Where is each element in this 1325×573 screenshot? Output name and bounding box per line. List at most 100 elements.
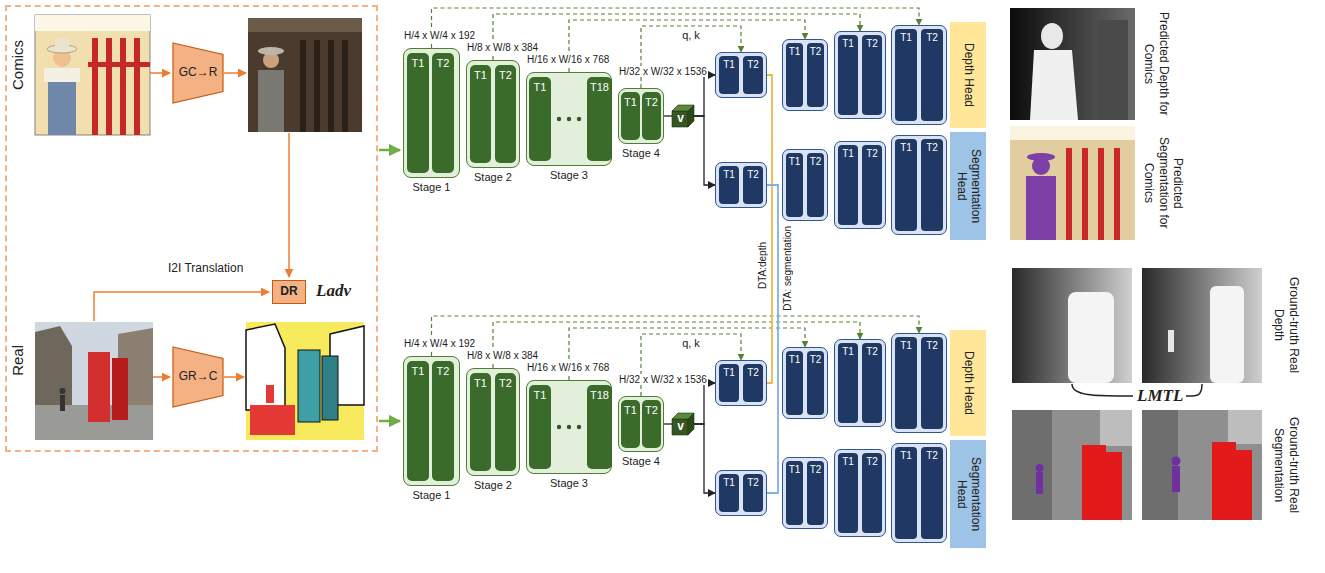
- input-arrow: [379, 149, 400, 152]
- segmentation-head: Segmentation Head: [950, 440, 986, 548]
- generator-label: GC→R: [179, 66, 218, 80]
- block-label: T2: [926, 29, 938, 44]
- segment-sky: [1228, 410, 1262, 444]
- transformer-block: T1: [786, 153, 803, 217]
- head-label: Segmentation Head: [954, 138, 982, 234]
- dimension-label: H/4 x W/4 x 192: [403, 338, 476, 349]
- block-label: T2: [866, 453, 878, 468]
- block-label: T1: [723, 166, 735, 181]
- segment-building: [1142, 410, 1178, 520]
- transformer-block: T1: [719, 474, 739, 512]
- transformer-block: T2: [642, 92, 661, 140]
- image-ground: [35, 15, 150, 135]
- encoder-stage: Stage 3T1T18: [526, 380, 612, 474]
- block-label: T2: [926, 447, 938, 462]
- block-label: T2: [866, 35, 878, 50]
- phone-box: [88, 352, 110, 422]
- flow-arrow: [224, 376, 244, 378]
- figure-body: [258, 70, 284, 132]
- decoder-block: T1 T2: [834, 31, 886, 119]
- transformer-block: T2: [921, 29, 943, 121]
- transformer-block: T2: [807, 43, 824, 107]
- edge-label: DTA:depth: [757, 240, 768, 291]
- depth-head: Depth Head: [950, 22, 986, 128]
- dimension-label: H/8 x W/8 x 384: [466, 42, 539, 53]
- transformer-block: T1: [838, 453, 858, 533]
- stage-label: Stage 2: [452, 171, 534, 184]
- person: [60, 388, 66, 394]
- real-image: [35, 322, 153, 440]
- image-caption: Predicted Segmentation for Comics: [1142, 126, 1185, 240]
- stage-label: Stage 2: [452, 479, 534, 492]
- block-label: T18: [590, 385, 609, 402]
- flow-arrow: [153, 376, 170, 378]
- decoder-block: T1T2: [834, 339, 886, 427]
- phone-box: [112, 358, 128, 420]
- ellipsis-dot: [577, 117, 581, 121]
- segment-person: [1026, 176, 1056, 240]
- barn-bar: [106, 38, 112, 135]
- segment-person: [1027, 153, 1055, 161]
- depth-object: [1068, 292, 1114, 383]
- block-label: T1: [723, 364, 735, 379]
- depth-object: [1210, 286, 1244, 383]
- block-label: T2: [747, 166, 759, 181]
- decoder-block: T1 T2: [715, 52, 767, 98]
- decoder-block: T1T2: [782, 347, 828, 419]
- feature-arrow: [694, 75, 715, 116]
- dimension-label: H/32 x W/32 x 1536: [618, 374, 708, 385]
- transformer-block: T2: [432, 53, 454, 173]
- image-ground: [1010, 126, 1135, 240]
- encoder-stage: Stage 1T1T2: [403, 48, 460, 178]
- dimension-label: H/8 x W/8 x 384: [466, 350, 539, 361]
- dimension-label: H/16 x W/16 x 768: [526, 54, 610, 65]
- transformer-block: T2: [807, 351, 824, 415]
- transformer-block: T1: [895, 139, 917, 231]
- feature-arrow: [664, 423, 672, 424]
- transformer-block: T18: [587, 77, 612, 161]
- block-label: T1: [789, 461, 801, 476]
- figure-shirt: [44, 68, 80, 82]
- stage-label: Stage 4: [604, 455, 678, 468]
- transformer-block: T1: [838, 35, 858, 115]
- depth-object: [1168, 330, 1174, 352]
- image-band: [248, 18, 362, 32]
- comic-image: [35, 15, 150, 135]
- block-label: T1: [474, 373, 487, 390]
- decoder-block: T1 T2: [715, 162, 767, 208]
- block-label: T1: [900, 29, 912, 44]
- barn-bar: [134, 38, 140, 135]
- transformer-block: T2: [432, 361, 454, 481]
- transformer-block: T2: [743, 56, 763, 94]
- transformer-block: T1: [895, 447, 917, 539]
- feature-arrow: [694, 116, 715, 185]
- discriminator-box: DR: [272, 280, 306, 304]
- frame-label: I2I Translation: [168, 262, 243, 276]
- block-label: T1: [900, 447, 912, 462]
- decoder-block: T1T2: [782, 457, 828, 529]
- frame-label: Real: [9, 345, 26, 376]
- transformer-block: T1: [529, 385, 551, 469]
- barn-rail: [88, 62, 150, 67]
- block-label: T1: [723, 56, 735, 71]
- segment-person: [1172, 457, 1181, 466]
- translated-comic-image: [248, 18, 362, 132]
- decoder-block: T1 T2: [834, 449, 886, 537]
- transformer-block: T1: [470, 373, 491, 471]
- block-label: T2: [645, 92, 658, 109]
- head-label: Depth Head: [961, 43, 975, 107]
- edge-label: q, k: [680, 29, 702, 41]
- transformer-block: T2: [862, 145, 882, 225]
- transformer-block: T2: [743, 364, 763, 402]
- segment-phone-box: [1106, 452, 1122, 520]
- transformer-block: T1: [895, 337, 917, 429]
- block-label: T1: [412, 53, 425, 70]
- block-label: T2: [810, 351, 822, 366]
- generator-shape: [173, 347, 223, 407]
- decoder-block: T1T2: [891, 333, 947, 433]
- loss-bracket: [1186, 384, 1202, 396]
- depth-region: [1098, 20, 1128, 120]
- transformer-block: T2: [807, 153, 824, 217]
- stage-label: Stage 3: [512, 169, 626, 182]
- image-caption: Ground-truth Real Segmentation: [1272, 410, 1301, 520]
